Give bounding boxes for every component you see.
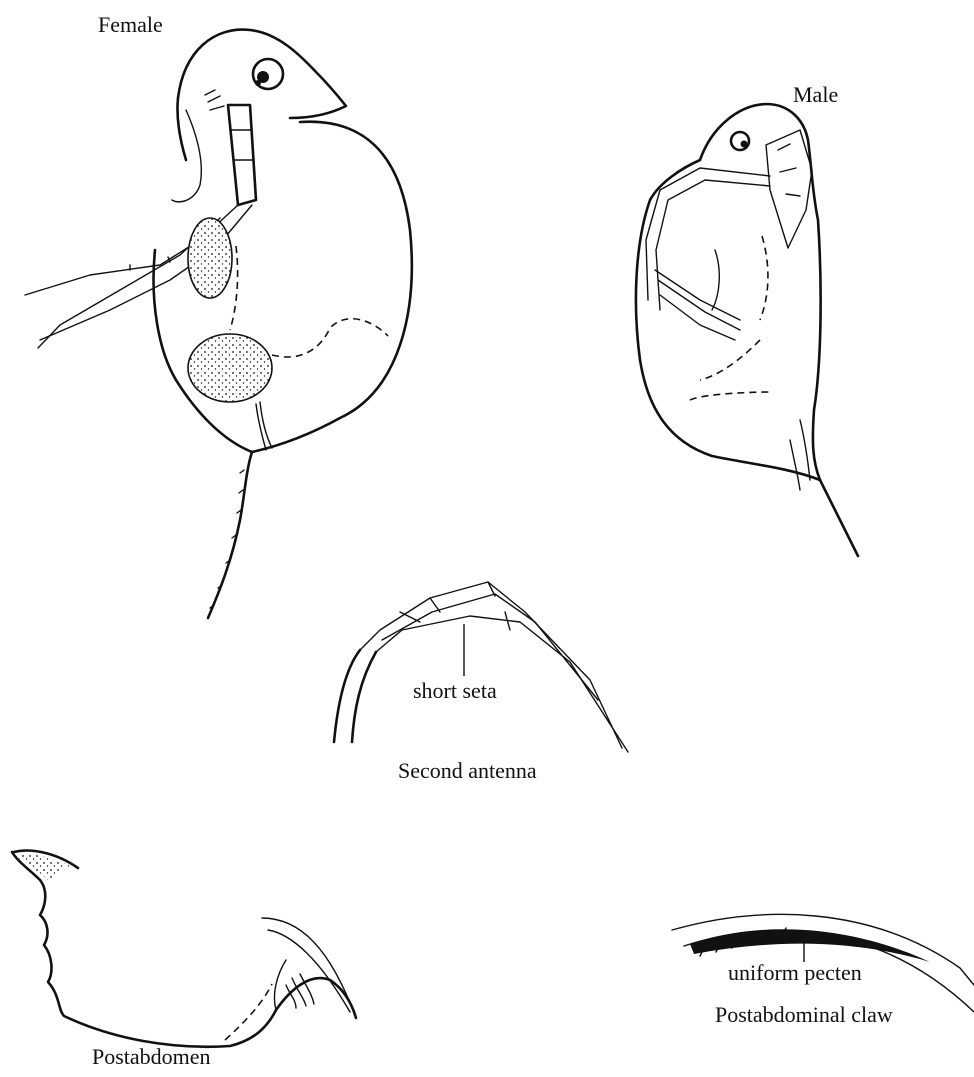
male-daphnia-drawing xyxy=(636,104,858,556)
compound-eye xyxy=(253,59,283,89)
compound-eye xyxy=(731,132,749,150)
female-daphnia-drawing xyxy=(25,30,412,618)
short-seta-label: short seta xyxy=(413,680,497,702)
female-label: Female xyxy=(98,14,163,36)
postabdomen-drawing xyxy=(12,851,356,1047)
postabdomen-label: Postabdomen xyxy=(92,1046,211,1068)
second-antenna-label: Second antenna xyxy=(398,760,537,782)
postabdominal-claw-label: Postabdominal claw xyxy=(715,1004,893,1026)
second-antenna-drawing xyxy=(334,582,628,752)
male-label: Male xyxy=(793,84,838,106)
uniform-pecten-label: uniform pecten xyxy=(728,962,862,984)
